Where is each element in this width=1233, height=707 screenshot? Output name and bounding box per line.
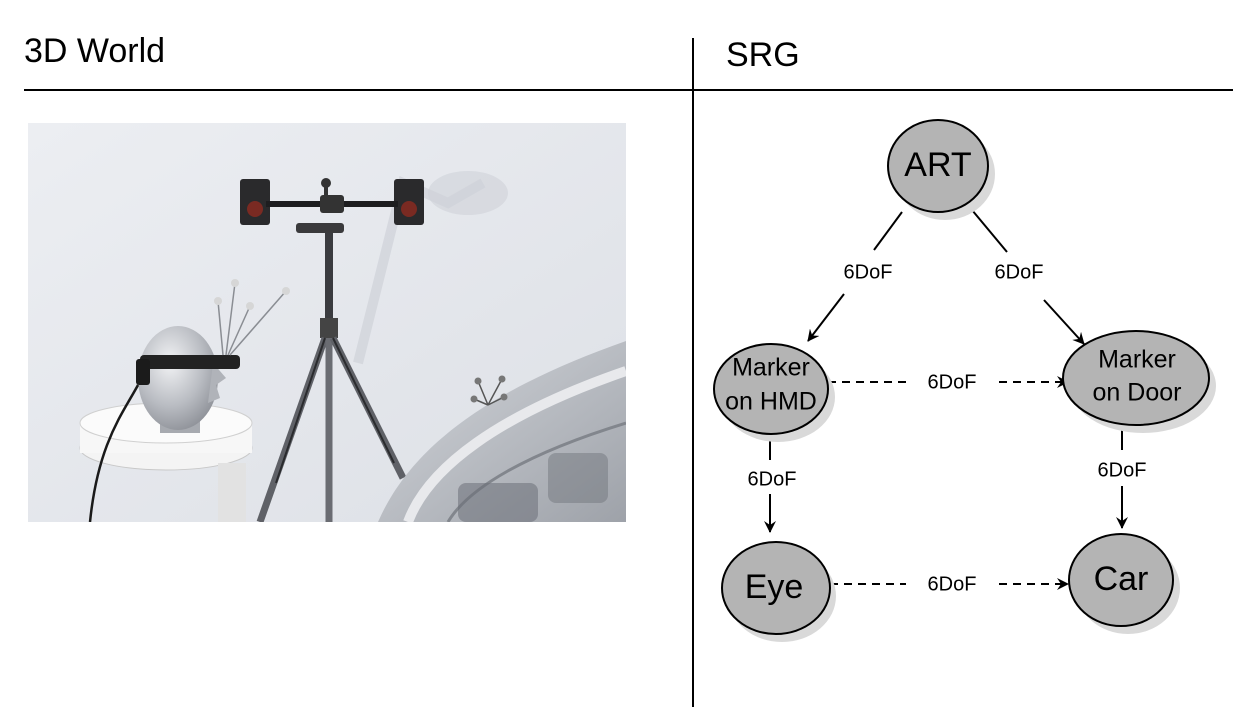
edge-door-to-car: 6DoF: [1098, 425, 1147, 529]
node-marker-on-hmd: Marker on HMD: [713, 343, 835, 442]
node-car: Car: [1068, 533, 1180, 634]
node-eye-label: Eye: [745, 568, 804, 606]
car-door-icon: [378, 341, 626, 522]
node-marker-door-line1: Marker: [1098, 346, 1176, 374]
panel-divider: [692, 38, 694, 707]
node-marker-on-door: Marker on Door: [1062, 330, 1216, 433]
edge-label-eye-car: 6DoF: [928, 573, 977, 595]
edge-art-to-door: 6DoF: [971, 209, 1085, 345]
node-art: ART: [887, 119, 995, 220]
mannequin-head-icon: [88, 279, 290, 522]
node-marker-door-line2: on Door: [1093, 379, 1182, 407]
node-marker-hmd-line2: on HMD: [725, 388, 817, 416]
edge-label-hmd-eye: 6DoF: [748, 468, 797, 490]
edge-label-art-door: 6DoF: [995, 261, 1044, 283]
tracking-setup-photo: [28, 123, 626, 522]
left-panel-title: 3D World: [24, 32, 166, 70]
node-art-label: ART: [904, 146, 971, 184]
srg-diagram: 6DoF 6DoF 6DoF 6DoF 6DoF 6DoF ART Marker: [713, 119, 1216, 642]
tripod-icon: [256, 233, 407, 522]
edge-hmd-to-eye: 6DoF: [748, 434, 797, 533]
node-marker-hmd-line1: Marker: [732, 354, 810, 382]
edge-label-door-car: 6DoF: [1098, 459, 1147, 481]
edge-hmd-to-door: 6DoF: [828, 371, 1069, 393]
edge-art-to-hmd: 6DoF: [807, 211, 903, 342]
edge-label-art-hmd: 6DoF: [844, 261, 893, 283]
header-divider: [24, 89, 1233, 91]
edge-eye-to-car: 6DoF: [830, 573, 1069, 595]
node-car-label: Car: [1094, 560, 1149, 598]
right-panel-title: SRG: [726, 36, 800, 74]
tracking-camera-icon: [240, 178, 424, 233]
edge-label-hmd-door: 6DoF: [928, 371, 977, 393]
node-eye: Eye: [721, 541, 836, 642]
